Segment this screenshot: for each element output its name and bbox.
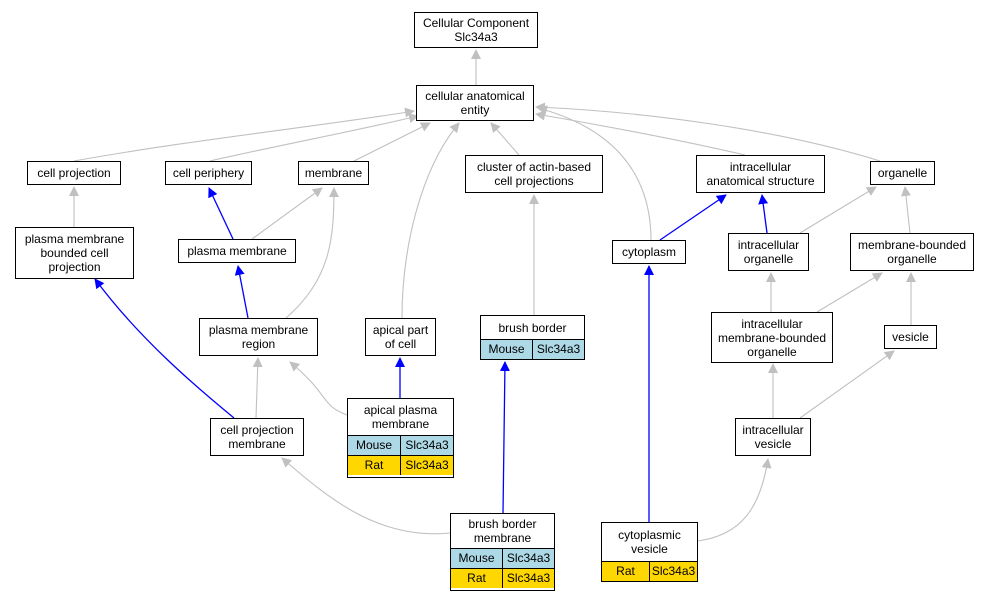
node-intracellular-organelle[interactable]: intracellular organelle xyxy=(728,233,809,271)
node-cell-projection[interactable]: cell projection xyxy=(27,161,121,185)
node-label: cytoplasm xyxy=(621,245,677,259)
node-vesicle[interactable]: vesicle xyxy=(884,325,937,349)
annotation-row: Rat Slc34a3 xyxy=(348,455,453,475)
node-label: plasma membrane region xyxy=(208,323,309,351)
edge-icorg-to-ias xyxy=(758,194,769,234)
node-cytoplasm[interactable]: cytoplasm xyxy=(612,240,686,264)
node-membrane-bounded-organelle[interactable]: membrane-bounded organelle xyxy=(850,233,974,271)
edge-imbo-to-mbo xyxy=(816,272,883,313)
edge-pmr-to-membrane xyxy=(285,187,339,319)
gene-cell[interactable]: Slc34a3 xyxy=(532,340,584,359)
node-label: brush border xyxy=(498,320,567,335)
edge-ias-to-cae xyxy=(535,110,746,156)
edge-icorg-to-organelle xyxy=(799,186,877,234)
annotation-row: Rat Slc34a3 xyxy=(451,568,554,588)
species-cell: Rat xyxy=(348,456,400,475)
gene-cell[interactable]: Slc34a3 xyxy=(502,549,554,568)
edge-cytoplasm-to-cae xyxy=(537,105,652,241)
species-cell: Mouse xyxy=(348,436,400,455)
edge-membrane-to-cae xyxy=(353,122,431,162)
edge-apm-to-pmr xyxy=(289,361,348,416)
edge-cpm-to-pmr xyxy=(252,357,263,419)
edge-bbm-to-cpm xyxy=(281,457,451,535)
gene-cell[interactable]: Slc34a3 xyxy=(649,562,697,581)
edge-cytoplasm-to-ias xyxy=(659,194,727,241)
node-label: intracellular membrane-bounded organelle xyxy=(717,316,827,359)
node-brush-border-membrane[interactable]: brush border membrane Mouse Slc34a3 Rat … xyxy=(450,513,555,591)
node-label: cell projection xyxy=(37,166,111,180)
annotation-row: Mouse Slc34a3 xyxy=(348,435,453,455)
node-plasma-membrane-region[interactable]: plasma membrane region xyxy=(199,318,318,356)
node-cytoplasmic-vesicle[interactable]: cytoplasmic vesicle Rat Slc34a3 xyxy=(601,522,698,582)
edge-pm-to-cellper xyxy=(208,187,234,240)
edge-pm-to-membrane xyxy=(251,187,323,240)
edge-mbo-to-organelle xyxy=(901,186,911,234)
edge-pmr-to-pm xyxy=(234,265,249,319)
node-brush-border[interactable]: brush border Mouse Slc34a3 xyxy=(480,315,585,360)
edge-organelle-to-cae xyxy=(535,102,881,162)
node-label: cell periphery xyxy=(172,166,245,180)
node-apical-part-of-cell[interactable]: apical part of cell xyxy=(365,318,436,356)
node-intracellular-vesicle[interactable]: intracellular vesicle xyxy=(735,418,811,456)
node-cell-projection-membrane[interactable]: cell projection membrane xyxy=(210,418,304,456)
node-label: brush border membrane xyxy=(468,517,537,545)
species-cell: Mouse xyxy=(451,549,502,568)
node-label: intracellular anatomical structure xyxy=(706,160,815,188)
node-cluster-of-actin-based-cell-projections[interactable]: cluster of actin-based cell projections xyxy=(465,155,603,193)
node-apical-plasma-membrane[interactable]: apical plasma membrane Mouse Slc34a3 Rat… xyxy=(347,398,454,478)
node-membrane[interactable]: membrane xyxy=(298,161,369,185)
gene-cell[interactable]: Slc34a3 xyxy=(502,569,554,588)
node-label: cellular anatomical entity xyxy=(425,89,525,117)
gene-cell[interactable]: Slc34a3 xyxy=(400,436,453,455)
node-cellular-component[interactable]: Cellular Component Slc34a3 xyxy=(414,12,538,48)
node-organelle[interactable]: organelle xyxy=(870,161,935,185)
node-plasma-membrane-bounded-cell-projection[interactable]: plasma membrane bounded cell projection xyxy=(15,227,134,279)
node-intracellular-anatomical-structure[interactable]: intracellular anatomical structure xyxy=(696,155,825,193)
edge-cluster-to-cae xyxy=(490,122,520,156)
species-cell: Rat xyxy=(451,569,502,588)
node-label: cytoplasmic vesicle xyxy=(618,528,681,556)
node-label: plasma membrane xyxy=(187,244,287,258)
node-label: intracellular vesicle xyxy=(742,423,804,451)
edge-icv-to-vesicle xyxy=(799,350,895,419)
edge-cellproj-to-cae xyxy=(73,107,415,162)
node-label: plasma membrane bounded cell projection xyxy=(24,232,125,274)
annotation-row: Rat Slc34a3 xyxy=(602,561,697,581)
node-label: apical plasma membrane xyxy=(363,403,438,431)
node-label: cell projection membrane xyxy=(220,423,294,451)
annotation-row: Mouse Slc34a3 xyxy=(451,548,554,568)
gene-cell[interactable]: Slc34a3 xyxy=(400,456,453,475)
annotation-row: Mouse Slc34a3 xyxy=(481,339,584,359)
edge-cpm-to-pmbcp xyxy=(94,278,235,419)
edge-bbm-to-bb xyxy=(499,361,510,514)
node-plasma-membrane[interactable]: plasma membrane xyxy=(178,239,296,263)
node-label: membrane xyxy=(304,166,363,180)
node-label: vesicle xyxy=(892,330,929,344)
species-cell: Rat xyxy=(602,562,649,581)
edge-apical-to-cae xyxy=(401,122,460,319)
node-label: Cellular Component Slc34a3 xyxy=(422,16,530,44)
edge-cellper-to-cae xyxy=(209,113,419,162)
node-label: apical part of cell xyxy=(372,323,429,351)
node-label: cluster of actin-based cell projections xyxy=(476,160,592,188)
node-label: intracellular organelle xyxy=(737,238,800,266)
edge-cytves-to-icv xyxy=(697,458,772,542)
node-intracellular-membrane-bounded-organelle[interactable]: intracellular membrane-bounded organelle xyxy=(711,312,833,363)
node-label: membrane-bounded organelle xyxy=(857,238,967,266)
species-cell: Mouse xyxy=(481,340,532,359)
node-cellular-anatomical-entity[interactable]: cellular anatomical entity xyxy=(416,85,534,121)
node-label: organelle xyxy=(877,166,928,180)
node-cell-periphery[interactable]: cell periphery xyxy=(165,161,252,185)
